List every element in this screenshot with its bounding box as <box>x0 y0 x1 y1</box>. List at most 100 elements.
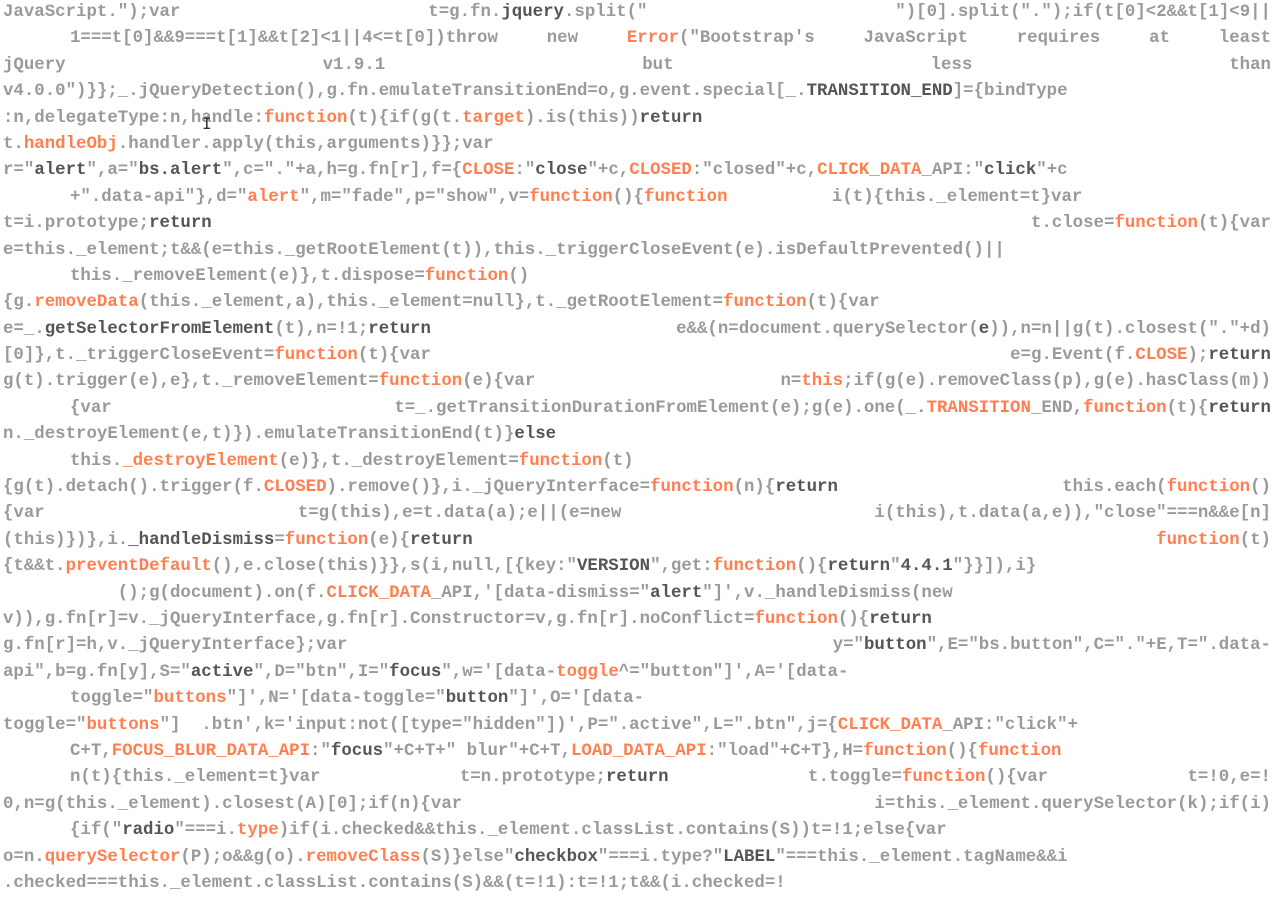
code-token: "}}]),i} <box>952 557 1037 577</box>
code-line: o=n.querySelector(P);o&&g(o).removeClass… <box>3 845 1271 871</box>
code-token: t=n.prototype; <box>459 768 606 788</box>
code-token: i(this),t.data(a,e)),"close"===n&&e[n] <box>874 504 1271 524</box>
code-token: i=this._element.querySelector(k);if(i) <box>874 794 1271 814</box>
code-token: (S)}else" <box>420 847 515 867</box>
code-keyword: function <box>1114 214 1198 234</box>
code-segment: n._destroyElement(e,t)}).emulateTransiti… <box>3 425 556 444</box>
code-token: t.close= <box>1030 214 1115 234</box>
code-token: this.each( <box>1062 478 1167 498</box>
code-identifier: e <box>978 319 990 339</box>
code-segment: t.toggle=function(){var <box>808 765 1048 791</box>
code-segment: {var <box>3 501 45 527</box>
code-keyword: buttons <box>86 715 160 735</box>
code-token: at <box>1149 29 1170 49</box>
code-token: ",w='[data- <box>441 662 557 682</box>
code-segment: g(t).trigger(e),e},t._removeElement=func… <box>3 369 535 395</box>
code-segment: e=g.Event(f.CLOSE);return <box>1010 343 1271 369</box>
code-token: ); <box>1187 346 1209 366</box>
code-segment: C+T,FOCUS_BLUR_DATA_API:"focus"+C+T+" bl… <box>70 742 1062 761</box>
code-keyword: toggle <box>556 662 619 682</box>
code-segment: new <box>547 26 578 52</box>
code-identifier: TRANSITION_END <box>806 82 953 102</box>
code-line: (this)})},i._handleDismiss=function(e){r… <box>3 528 1271 554</box>
code-segment: t=n.prototype;return <box>460 765 669 791</box>
code-line: this._destroyElement(e)},t._destroyEleme… <box>3 449 1271 475</box>
code-segment: requires <box>1017 26 1101 52</box>
code-keyword: function <box>263 108 348 128</box>
code-line: [0]},t._triggerCloseEvent=function(t){va… <box>3 343 1271 369</box>
code-token: "===i. <box>174 821 237 841</box>
code-token: less <box>930 55 973 75</box>
code-token: n._destroyElement(e,t)}).emulateTransiti… <box>3 425 515 445</box>
code-identifier: click <box>984 161 1037 181</box>
code-keyword: alert <box>247 187 300 207</box>
code-token: t=g(this),e=t.data(a);e||(e=new <box>297 504 622 524</box>
code-token: v4.0.0")}};_.jQueryDetection(),g.fn.emul… <box>3 82 807 102</box>
code-identifier: VERSION <box>577 557 651 577</box>
code-line: {g.removeData(this._element,a),this._ele… <box>3 290 1271 316</box>
code-segment: +".data-api"},d="alert",m="fade",p="show… <box>70 188 1082 207</box>
code-segment: {t&&t.preventDefault(),e.close(this)}},s… <box>3 557 1036 576</box>
code-token: ();g(document).on(f. <box>3 583 327 603</box>
code-segment: e=this._element;t&&(e=this._getRootEleme… <box>3 241 1005 260</box>
code-token: ")[0].split(".");if(t[0]<2&&t[1]<9|| <box>895 3 1271 22</box>
code-segment: than <box>1229 53 1271 79</box>
code-segment: t.handleObj.handler.apply(this,arguments… <box>3 135 494 154</box>
code-identifier: radio <box>122 821 175 841</box>
code-token: {var <box>3 504 45 524</box>
code-keyword: CLICK_DATA <box>326 583 431 603</box>
code-token: (this._element,a),this._element=null},t.… <box>138 293 724 313</box>
code-keyword: CLICK_DATA <box>817 161 922 181</box>
code-token: "]',v._handleDismiss(new <box>702 583 953 603</box>
code-keyword: querySelector <box>44 847 181 867</box>
code-segment: t=!0,e=! <box>1187 765 1271 791</box>
code-segment: {if("radio"===i.type)if(i.checked&&this.… <box>70 821 947 840</box>
code-segment: 0,n=g(this._element).closest(A)[0];if(n)… <box>3 792 462 818</box>
code-segment: this._destroyElement(e)},t._destroyEleme… <box>70 452 634 471</box>
code-segment: r="alert",a="bs.alert",c="."+a,h=g.fn[r]… <box>3 161 1068 180</box>
code-token: = <box>274 530 285 550</box>
code-keyword: function <box>1166 478 1251 498</box>
code-token: C+T, <box>70 741 112 761</box>
code-token: "+C+T+" blur"+C+T, <box>383 741 571 761</box>
code-keyword: this <box>801 372 844 392</box>
code-keyword: function <box>723 293 807 313</box>
code-segment: toggle="buttons"] .btn',k='input:not([ty… <box>3 716 1078 735</box>
code-token: y=" <box>832 636 864 656</box>
code-keyword: function <box>378 372 463 392</box>
code-keyword: function <box>901 768 986 788</box>
code-segment: v1.9.1 <box>323 53 386 79</box>
code-line: e=this._element;t&&(e=this._getRootEleme… <box>3 238 1271 264</box>
code-keyword: function <box>712 557 797 577</box>
code-segment: this._removeElement(e)},t.dispose=functi… <box>70 267 529 286</box>
code-keyword: function <box>1156 530 1240 550</box>
code-keyword: LOAD_DATA_API <box>570 741 707 761</box>
code-token: ).remove()},i._jQueryInterface= <box>326 478 651 498</box>
code-token: :" <box>310 741 331 761</box>
code-keyword: preventDefault <box>65 557 212 577</box>
code-segment: less <box>931 53 973 79</box>
code-segment: y="button",E="bs.button",C="."+E,T=".dat… <box>833 633 1271 659</box>
code-line: {if("radio"===i.type)if(i.checked&&this.… <box>3 818 1271 844</box>
code-identifier: active <box>190 662 254 682</box>
code-identifier: return <box>639 108 703 128</box>
code-keyword: function <box>424 266 509 286</box>
code-identifier: _handleDismiss <box>128 530 275 550</box>
code-token: (n){ <box>733 478 776 498</box>
code-token: (),e.close(this)}},s(i,null,[{key:" <box>211 557 577 577</box>
code-segment: JavaScript <box>864 26 968 52</box>
code-segment: n(t){this._element=t}var <box>70 765 320 791</box>
code-keyword: TRANSITION <box>926 398 1031 418</box>
code-segment: function(t) <box>1156 528 1271 554</box>
code-token: (t){var <box>357 346 431 366</box>
code-segment: i=this._element.querySelector(k);if(i) <box>874 792 1271 818</box>
code-keyword: CLOSED <box>629 161 692 181</box>
code-keyword: _destroyElement <box>122 451 279 471</box>
code-keyword: FOCUS_BLUR_DATA_API <box>111 741 311 761</box>
code-identifier: return <box>1208 346 1271 366</box>
code-token: ",c="."+a,h=g.fn[r],f={ <box>222 161 463 181</box>
code-keyword: function <box>863 741 947 761</box>
code-line: +".data-api"},d="alert",m="fade",p="show… <box>3 185 1271 211</box>
